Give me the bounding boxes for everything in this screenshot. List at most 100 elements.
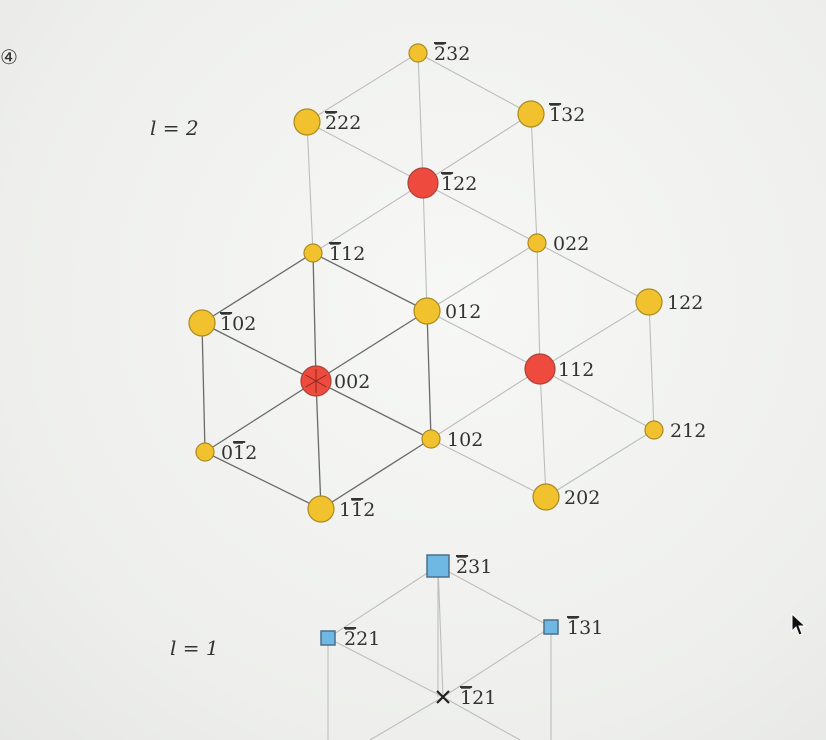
lattice-node bbox=[195, 442, 215, 462]
lattice-edge bbox=[315, 310, 428, 382]
lattice-node bbox=[436, 690, 450, 704]
lattice-node bbox=[188, 309, 216, 337]
lattice-edge bbox=[201, 322, 317, 382]
yellow-circle-marker bbox=[517, 100, 545, 128]
lattice-node bbox=[408, 43, 428, 63]
lattice-edge-light bbox=[536, 242, 650, 303]
lattice-edge-light bbox=[422, 113, 532, 184]
node-label: 212 bbox=[670, 420, 706, 442]
lattice-edge bbox=[426, 310, 432, 440]
mouse-pointer-icon bbox=[791, 613, 807, 636]
lattice-node bbox=[413, 297, 441, 325]
lattice-edge-light bbox=[437, 565, 552, 628]
node-label: 221 bbox=[344, 628, 380, 650]
lattice-edge bbox=[312, 252, 428, 312]
node-label: 012 bbox=[445, 301, 481, 323]
lattice-edge bbox=[201, 322, 206, 453]
lattice-edge bbox=[315, 380, 322, 510]
node-label: 102 bbox=[447, 429, 483, 451]
square-marker bbox=[320, 630, 336, 646]
lattice-edge-light bbox=[536, 242, 541, 370]
node-label: 231 bbox=[456, 556, 492, 578]
red-circle-marker bbox=[407, 167, 439, 199]
yellow-circle-marker bbox=[195, 442, 215, 462]
lattice-node bbox=[426, 554, 450, 578]
lattice-edge-light bbox=[369, 696, 444, 740]
node-label: 022 bbox=[553, 233, 589, 255]
node-label: 112 bbox=[329, 243, 365, 265]
lattice-node bbox=[300, 365, 332, 397]
lattice-edge bbox=[201, 252, 314, 324]
lattice-edges bbox=[201, 52, 655, 740]
lattice-edge-light bbox=[442, 696, 521, 740]
lattice-node bbox=[524, 353, 556, 385]
lattice-node bbox=[407, 167, 439, 199]
node-label: 131 bbox=[567, 617, 603, 639]
lattice-edge bbox=[315, 380, 432, 440]
figure-marker: ④ bbox=[0, 45, 18, 69]
lattice-node bbox=[320, 630, 336, 646]
node-label: 102 bbox=[220, 313, 256, 335]
lattice-edge-light bbox=[422, 182, 538, 244]
yellow-circle-marker bbox=[408, 43, 428, 63]
node-label: 112 bbox=[339, 499, 375, 521]
lattice-edge-light bbox=[312, 182, 424, 254]
lattice-edge bbox=[204, 451, 322, 510]
lattice-edge bbox=[312, 252, 317, 382]
yellow-circle-marker bbox=[421, 429, 441, 449]
layer-label-l1: l = 1 bbox=[170, 636, 219, 660]
lattice-edge-light bbox=[306, 121, 314, 254]
lattice-edge-light bbox=[539, 301, 650, 370]
lattice-node bbox=[532, 483, 560, 511]
node-label: 002 bbox=[334, 371, 370, 393]
lattice-edge-light bbox=[437, 565, 444, 698]
lattice-edge-light bbox=[426, 310, 541, 370]
lattice-edge-light bbox=[430, 368, 541, 440]
lattice-edge-light bbox=[539, 368, 655, 431]
node-label: 122 bbox=[441, 173, 477, 195]
yellow-circle-marker bbox=[293, 108, 321, 136]
lattice-edge-light bbox=[426, 242, 538, 312]
node-label: 012 bbox=[221, 442, 257, 464]
node-label: 121 bbox=[460, 687, 496, 709]
lattice-edge-light bbox=[539, 368, 547, 498]
lattice-node bbox=[421, 429, 441, 449]
lattice-edge bbox=[204, 380, 317, 453]
layer-label-l2: l = 2 bbox=[150, 116, 199, 140]
node-label: 232 bbox=[434, 43, 470, 65]
red-circle-marker bbox=[524, 353, 556, 385]
lattice-edge-light bbox=[327, 565, 439, 639]
cross-marker bbox=[436, 690, 450, 704]
square-marker bbox=[426, 554, 450, 578]
lattice-node bbox=[644, 420, 664, 440]
lattice-edge-light bbox=[327, 637, 444, 698]
yellow-circle-marker bbox=[635, 288, 663, 316]
lattice-node bbox=[307, 495, 335, 523]
yellow-circle-marker bbox=[532, 483, 560, 511]
lattice-edge bbox=[320, 438, 432, 510]
node-label: 202 bbox=[564, 487, 600, 509]
lattice-node bbox=[635, 288, 663, 316]
lattice-edge-light bbox=[442, 626, 552, 698]
yellow-circle-marker bbox=[307, 495, 335, 523]
lattice-edge-light bbox=[306, 52, 419, 123]
lattice-edge-light bbox=[417, 52, 424, 184]
yellow-circle-marker bbox=[413, 297, 441, 325]
square-marker bbox=[543, 619, 559, 635]
lattice-edge-light bbox=[417, 52, 532, 115]
origin-star-icon bbox=[305, 369, 327, 393]
yellow-circle-marker bbox=[527, 233, 547, 253]
yellow-circle-marker bbox=[644, 420, 664, 440]
node-label: 132 bbox=[549, 104, 585, 126]
lattice-edge-light bbox=[306, 121, 424, 184]
lattice-node bbox=[303, 243, 323, 263]
lattice-edge-light bbox=[430, 438, 547, 498]
node-label: 122 bbox=[667, 292, 703, 314]
yellow-circle-marker bbox=[303, 243, 323, 263]
lattice-edge-light bbox=[422, 182, 428, 312]
lattice-edge-light bbox=[545, 429, 655, 498]
lattice-node bbox=[517, 100, 545, 128]
